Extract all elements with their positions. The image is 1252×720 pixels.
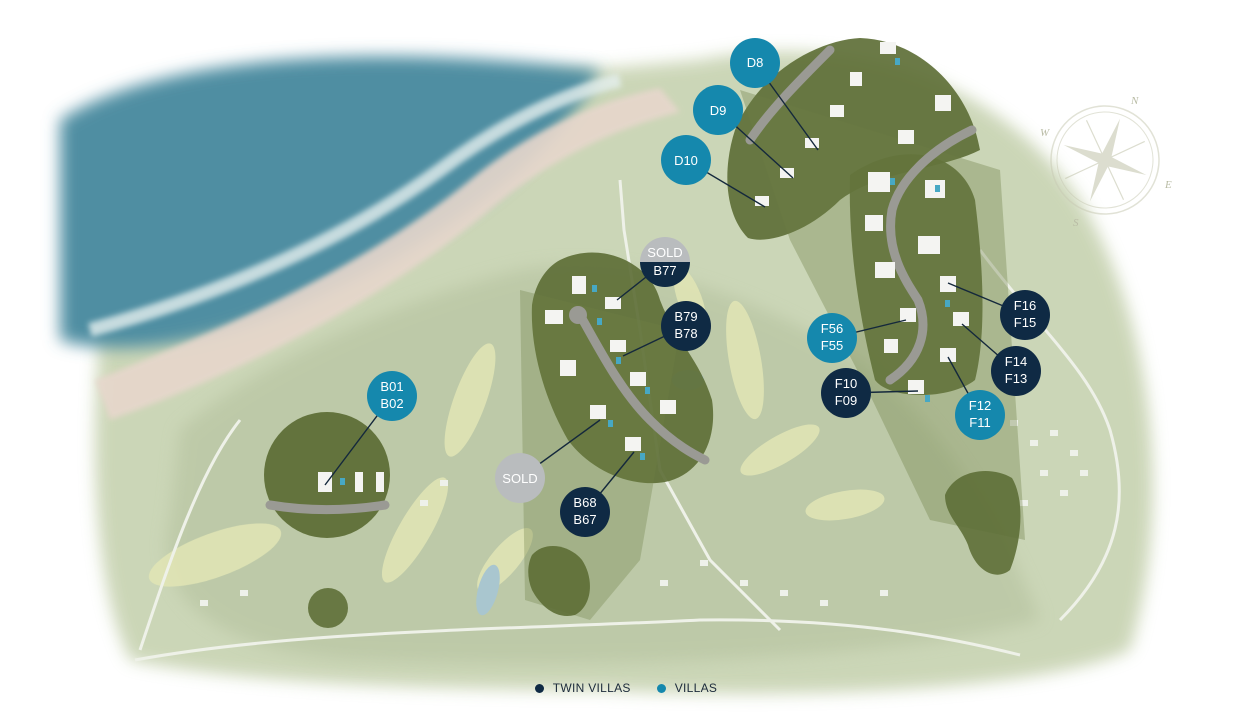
marker-d10[interactable]: D10 xyxy=(661,135,711,185)
marker-f12-line2: F11 xyxy=(969,415,990,430)
compass-n: N xyxy=(1130,95,1139,107)
marker-b01-line1: B01 xyxy=(380,379,403,394)
marker-f14-line2: F13 xyxy=(1005,371,1027,386)
marker-f56-f55[interactable]: F56 F55 xyxy=(807,313,857,363)
marker-f16-circle[interactable] xyxy=(1000,290,1050,340)
legend-villas: VILLAS xyxy=(656,681,718,695)
compass-s: S xyxy=(1073,217,1079,229)
map-legend: TWIN VILLAS VILLAS xyxy=(0,676,1252,700)
compass-w: W xyxy=(1040,127,1050,139)
marker-f10-line1: F10 xyxy=(835,376,857,391)
marker-f10-line2: F09 xyxy=(835,393,857,408)
marker-f56-circle[interactable] xyxy=(807,313,857,363)
marker-f56-line2: F55 xyxy=(821,338,843,353)
marker-d9[interactable]: D9 xyxy=(693,85,743,135)
marker-b77-sold-top[interactable] xyxy=(640,237,690,262)
zone-f xyxy=(849,154,983,395)
marker-b01-circle[interactable] xyxy=(367,371,417,421)
golf-fairways xyxy=(148,266,885,592)
sea-area xyxy=(60,56,600,348)
marker-f10-circle[interactable] xyxy=(821,368,871,418)
marker-b77-line2: B77 xyxy=(653,263,676,278)
marker-b79-line2: B78 xyxy=(674,326,697,341)
marker-f12-line1: F12 xyxy=(969,398,991,413)
marker-f16-line1: F16 xyxy=(1014,298,1036,313)
resort-buildings xyxy=(200,420,1088,606)
marker-b68-line2: B67 xyxy=(573,512,596,527)
marker-b68-line1: B68 xyxy=(573,495,596,510)
marker-f12-f11[interactable]: F12 F11 xyxy=(955,390,1005,440)
marker-f14-f13[interactable]: F14 F13 xyxy=(991,346,1041,396)
marker-d9-circle[interactable] xyxy=(693,85,743,135)
marker-f14-line1: F14 xyxy=(1005,354,1027,369)
marker-b01-b02[interactable]: B01 B02 xyxy=(367,371,417,421)
marker-f10-f09[interactable]: F10 F09 xyxy=(821,368,871,418)
marker-f16-line2: F15 xyxy=(1014,315,1036,330)
legend-twin-villas-label: TWIN VILLAS xyxy=(552,681,631,695)
cul-de-sac xyxy=(569,306,587,324)
villas-dot-icon xyxy=(656,683,666,693)
legend-villas-label: VILLAS xyxy=(674,681,718,695)
marker-sold[interactable]: SOLD xyxy=(495,453,545,503)
marker-d8-line1: D8 xyxy=(747,55,764,70)
marker-b77-line1: SOLD xyxy=(647,245,682,260)
marker-sold-circle[interactable] xyxy=(495,453,545,503)
marker-d10-line1: D10 xyxy=(674,153,698,168)
marker-b01-line2: B02 xyxy=(380,396,403,411)
marker-b68-b67[interactable]: B68 B67 xyxy=(560,487,610,537)
compass-e: E xyxy=(1164,179,1172,191)
marker-b77[interactable]: SOLD B77 xyxy=(640,237,690,287)
beach-strip xyxy=(95,88,680,420)
compass-rose xyxy=(1050,105,1160,215)
zone-small xyxy=(308,588,348,628)
marker-f16-f15[interactable]: F16 F15 xyxy=(1000,290,1050,340)
zone-roads xyxy=(265,45,977,515)
zone-f-wedge xyxy=(740,90,1025,540)
marker-f12-circle[interactable] xyxy=(955,390,1005,440)
surf-line xyxy=(88,73,622,337)
marker-b68-circle[interactable] xyxy=(560,487,610,537)
zone-b-south xyxy=(528,545,590,616)
marker-b77-bottom[interactable] xyxy=(640,262,690,287)
marker-b79-line1: B79 xyxy=(674,309,697,324)
zone-f-south xyxy=(945,471,1021,575)
marker-d8[interactable]: D8 xyxy=(730,38,780,88)
legend-twin-villas: TWIN VILLAS xyxy=(534,681,631,695)
marker-d10-circle[interactable] xyxy=(661,135,711,185)
twin-villas-dot-icon xyxy=(534,683,544,693)
marker-b79-b78[interactable]: B79 B78 xyxy=(661,301,711,351)
marker-sold-line1: SOLD xyxy=(502,471,537,486)
marker-f14-circle[interactable] xyxy=(991,346,1041,396)
marker-f56-line1: F56 xyxy=(821,321,843,336)
marker-b79-circle[interactable] xyxy=(661,301,711,351)
marker-d8-circle[interactable] xyxy=(730,38,780,88)
pools xyxy=(340,58,950,485)
marker-d9-line1: D9 xyxy=(710,103,727,118)
